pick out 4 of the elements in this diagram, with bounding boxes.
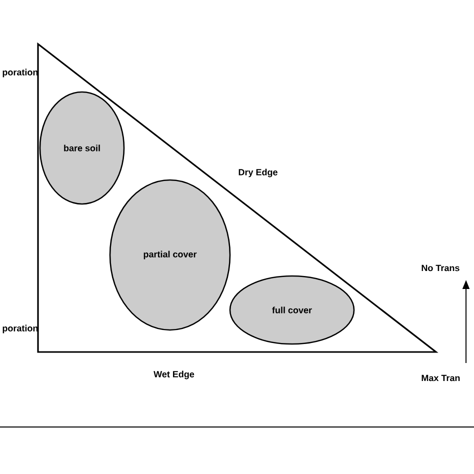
axis-label: Max Tran: [422, 374, 460, 382]
axis-label: No Trans: [422, 264, 460, 272]
axis-label: Wet Edge: [154, 370, 194, 380]
axis-label: Dry Edge: [238, 168, 278, 178]
